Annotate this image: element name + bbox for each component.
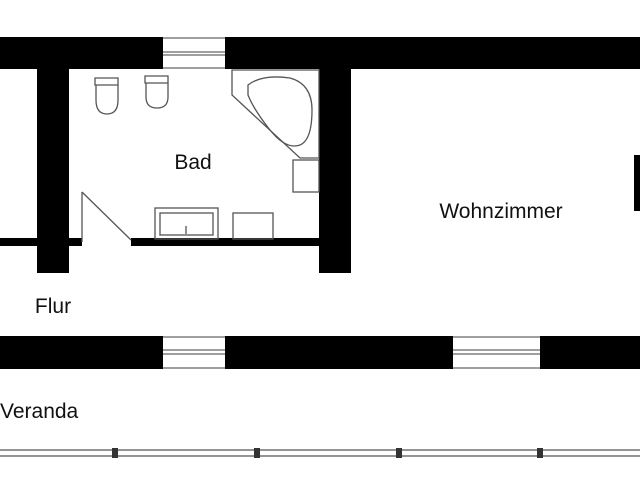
wall-left-bath — [37, 37, 69, 273]
washbasin-double — [154, 207, 219, 240]
top-window — [163, 37, 225, 69]
room-label-wohnzimmer: Wohnzimmer — [439, 200, 562, 223]
wall-right-stub — [634, 155, 640, 211]
room-label-bad: Bad — [174, 151, 211, 174]
toilet-right — [144, 75, 169, 109]
wall-left-stub — [0, 238, 37, 246]
bottom-wall — [0, 336, 640, 369]
toilet-left — [94, 77, 119, 115]
bottom-window-2 — [453, 336, 540, 369]
veranda-railing — [0, 448, 640, 458]
wall-door-stub — [69, 238, 82, 246]
room-label-flur: Flur — [35, 295, 71, 318]
wall-bath-bottom — [131, 238, 319, 246]
bottom-window-1 — [163, 336, 225, 369]
washbasin-small — [232, 212, 274, 240]
bath-door — [81, 191, 132, 242]
wall-right-bath — [319, 37, 351, 273]
top-wall — [0, 37, 640, 69]
room-label-veranda: Veranda — [0, 400, 79, 423]
corner-bathtub — [231, 69, 320, 159]
bath-shelf — [292, 159, 320, 193]
